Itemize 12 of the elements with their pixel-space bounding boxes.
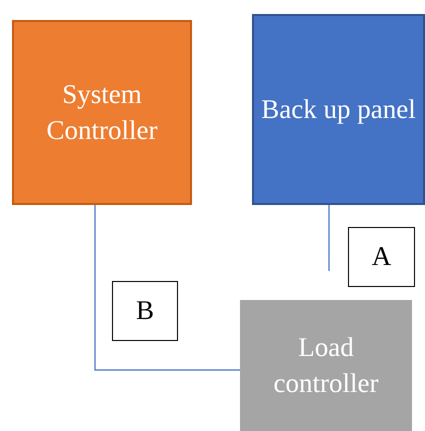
- controller-box: [240, 300, 412, 431]
- panel-box: [252, 14, 425, 205]
- connector-line: [94, 205, 240, 371]
- tag-box: [112, 281, 178, 341]
- node-label: B: [136, 294, 154, 328]
- system-box: [12, 20, 192, 205]
- tag-box: [348, 227, 415, 287]
- connector-line: [328, 205, 330, 271]
- node-label: Back up panel: [261, 92, 416, 126]
- node-label: Load controller: [272, 331, 380, 400]
- node-label: A: [372, 240, 392, 274]
- node-label: System Controller: [46, 78, 158, 146]
